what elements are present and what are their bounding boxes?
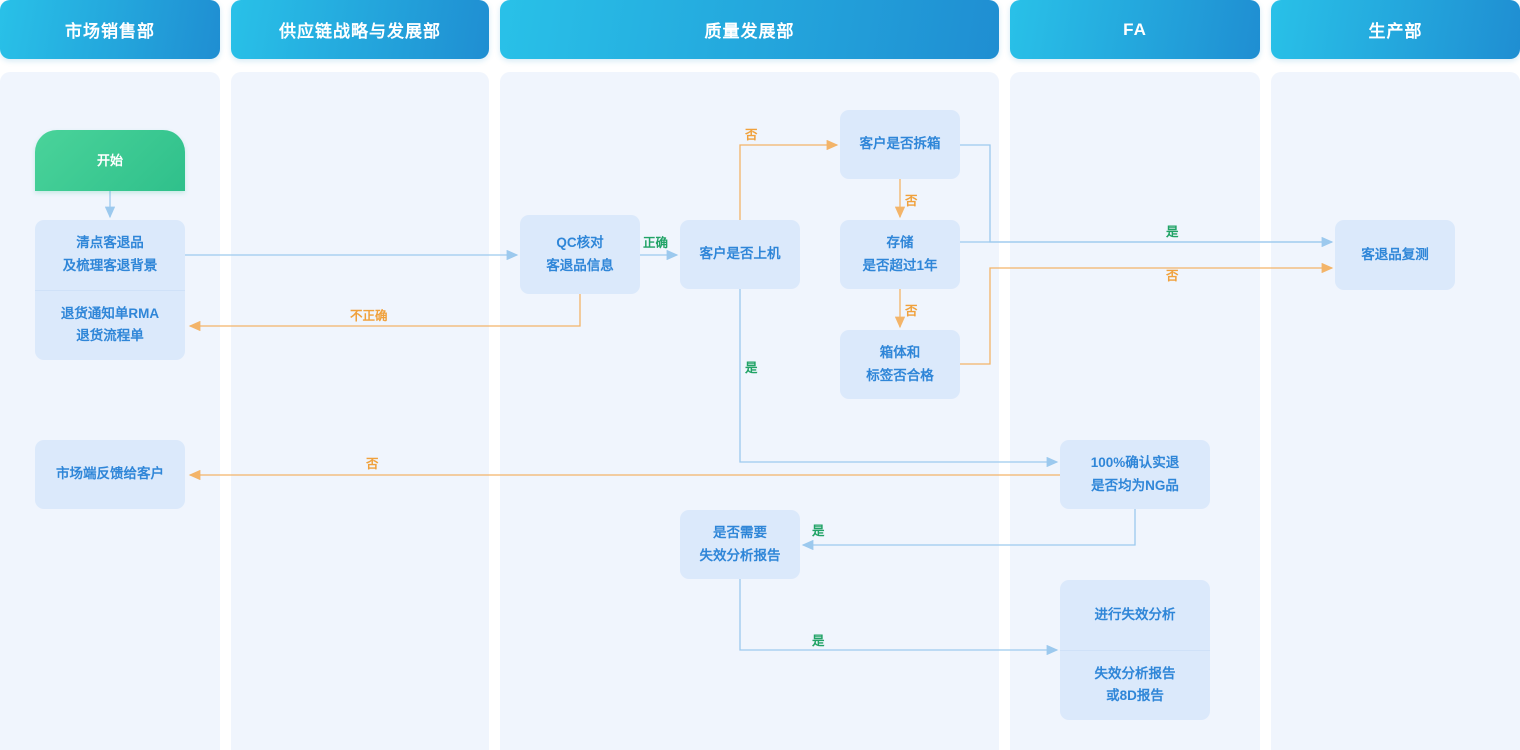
edge-label-yes-retest: 是 — [1166, 225, 1179, 239]
node-unboxed-line-0: 客户是否拆箱 — [859, 136, 941, 152]
lane-body-quality-dev — [500, 72, 999, 750]
edge-unboxed-to-retest — [960, 144, 1334, 248]
node-retest-returned-product[interactable]: 客退品复测 — [1335, 220, 1455, 290]
lane-header-fa[interactable]: FA — [1010, 0, 1260, 59]
node-decision-need-failure-analysis-report[interactable]: 是否需要 失效分析报告 — [680, 510, 800, 579]
lane-header-market-sales[interactable]: 市场销售部 — [0, 0, 220, 59]
node-storage-line-0: 存储 — [886, 235, 914, 251]
edge-label-yes-do-fa: 是 — [812, 634, 825, 648]
lane-body-supply-chain — [231, 72, 489, 750]
edge-ngconfirm-to-needfa — [801, 509, 1136, 551]
lane-body-production — [1271, 72, 1520, 750]
edge-label-yes-need-fa: 是 — [812, 524, 825, 538]
node-qc-line-0: QC核对 — [556, 235, 604, 251]
edge-label-no-boxlabel: 否 — [905, 304, 918, 318]
node-ngconfirm-line-0: 100%确认实退 — [1090, 455, 1180, 471]
node-decision-storage-over-1-year[interactable]: 存储 是否超过1年 — [840, 220, 960, 289]
node-decision-box-and-label-ok[interactable]: 箱体和 标签否合格 — [840, 330, 960, 399]
edge-boxlabel-to-retest — [960, 262, 1334, 365]
node-feedback-line-0: 市场端反馈给客户 — [56, 466, 164, 482]
edge-label-no-feedback: 否 — [366, 457, 379, 471]
node-market-feedback-to-customer[interactable]: 市场端反馈给客户 — [35, 440, 185, 509]
node-needfa-line-0: 是否需要 — [713, 525, 767, 541]
edge-label-correct: 正确 — [643, 236, 669, 250]
edge-label-no-retest: 否 — [1166, 269, 1179, 283]
node-onmachine-line-0: 客户是否上机 — [699, 246, 781, 262]
node-ngconfirm-line-1: 是否均为NG品 — [1091, 477, 1179, 493]
node-count-line-1: 及梳理客退背景 — [62, 257, 158, 273]
node-rma-document[interactable]: 退货通知单RMA 退货流程单 — [35, 289, 185, 361]
node-decision-100-percent-ng-confirm[interactable]: 100%确认实退 是否均为NG品 — [1060, 440, 1210, 509]
node-retest-line-0: 客退品复测 — [1361, 246, 1429, 262]
edge-onmachine-to-unboxed — [739, 139, 839, 220]
lane-header-production[interactable]: 生产部 — [1271, 0, 1520, 59]
node-qc-verify-return-info[interactable]: QC核对 客退品信息 — [520, 215, 640, 294]
lane-header-supply-chain[interactable]: 供应链战略与发展部 — [231, 0, 489, 59]
node-rma-line-0: 退货通知单RMA — [60, 305, 160, 321]
node-start[interactable]: 开始 — [35, 130, 185, 191]
node-decision-customer-unboxed[interactable]: 客户是否拆箱 — [840, 110, 960, 179]
node-dofa-line-0: 进行失效分析 — [1094, 606, 1176, 622]
edge-label-yes-onmachine: 是 — [745, 361, 758, 375]
node-decision-customer-on-machine[interactable]: 客户是否上机 — [680, 220, 800, 289]
edge-label-incorrect: 不正确 — [350, 309, 388, 323]
node-group-fa-analysis: 进行失效分析 失效分析报告 或8D报告 — [1060, 580, 1210, 720]
node-failure-analysis-report[interactable]: 失效分析报告 或8D报告 — [1060, 649, 1210, 721]
node-boxlabel-line-1: 标签否合格 — [866, 367, 934, 383]
node-boxlabel-line-0: 箱体和 — [879, 345, 921, 361]
edge-qc-to-rma — [188, 294, 581, 332]
node-fareport-line-1: 或8D报告 — [1106, 688, 1164, 704]
node-needfa-line-1: 失效分析报告 — [699, 547, 781, 563]
lane-header-quality-dev[interactable]: 质量发展部 — [500, 0, 999, 59]
edge-label-no-unboxed: 否 — [745, 128, 758, 142]
node-count-line-0: 清点客退品 — [76, 235, 144, 251]
node-perform-failure-analysis[interactable]: 进行失效分析 — [1060, 580, 1210, 650]
node-count-returned-goods[interactable]: 清点客退品 及梳理客退背景 — [35, 220, 185, 290]
node-group-market-docs: 清点客退品 及梳理客退背景 退货通知单RMA 退货流程单 — [35, 220, 185, 360]
node-rma-line-1: 退货流程单 — [76, 328, 144, 344]
node-fareport-line-0: 失效分析报告 — [1094, 665, 1176, 681]
edge-needfa-to-dofa — [739, 579, 1059, 656]
node-qc-line-1: 客退品信息 — [546, 257, 614, 273]
edge-label-no-storage: 否 — [905, 194, 918, 208]
node-start-line-0: 开始 — [96, 152, 123, 168]
edge-onmachine-to-ngconfirm — [739, 289, 1059, 468]
node-storage-line-1: 是否超过1年 — [862, 257, 938, 273]
